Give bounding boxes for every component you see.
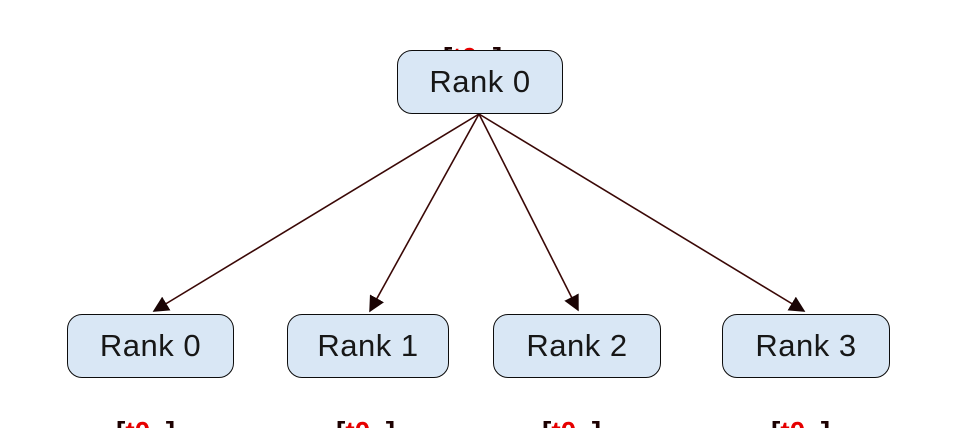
annotation-open-bracket: [ bbox=[336, 416, 345, 428]
edge-root-to-child-2 bbox=[478, 113, 579, 312]
annotation-close-bracket: , ] bbox=[150, 416, 175, 428]
child-annotation-2: [t0, ] bbox=[473, 384, 639, 428]
root-node-rank-0: Rank 0 bbox=[397, 50, 563, 114]
annotation-value: t0 bbox=[780, 416, 805, 428]
child-node-label: Rank 0 bbox=[99, 328, 202, 363]
child-node-rank-0: Rank 0 bbox=[67, 314, 234, 378]
root-node-label: Rank 0 bbox=[429, 64, 531, 99]
annotation-value: t0 bbox=[345, 416, 370, 428]
edge-root-to-child-3 bbox=[478, 113, 806, 312]
annotation-value: t0 bbox=[551, 416, 576, 428]
annotation-open-bracket: [ bbox=[771, 416, 780, 428]
edge-root-to-child-0 bbox=[152, 113, 480, 312]
annotation-close-bracket: , ] bbox=[370, 416, 395, 428]
child-node-label: Rank 3 bbox=[755, 328, 857, 363]
child-annotation-1: [t0, ] bbox=[267, 384, 433, 428]
annotation-open-bracket: [ bbox=[116, 416, 125, 428]
edge-root-to-child-1 bbox=[369, 113, 480, 313]
annotation-close-bracket: , ] bbox=[805, 416, 830, 428]
child-node-label: Rank 1 bbox=[317, 328, 419, 363]
child-node-rank-2: Rank 2 bbox=[493, 314, 661, 378]
child-node-rank-3: Rank 3 bbox=[722, 314, 890, 378]
child-annotation-0: [t0, ] bbox=[47, 384, 213, 428]
child-node-label: Rank 2 bbox=[526, 328, 628, 363]
child-node-rank-1: Rank 1 bbox=[287, 314, 449, 378]
child-annotation-3: [t0, ] bbox=[702, 384, 868, 428]
annotation-value: t0 bbox=[125, 416, 150, 428]
annotation-close-bracket: , ] bbox=[576, 416, 601, 428]
annotation-open-bracket: [ bbox=[542, 416, 551, 428]
